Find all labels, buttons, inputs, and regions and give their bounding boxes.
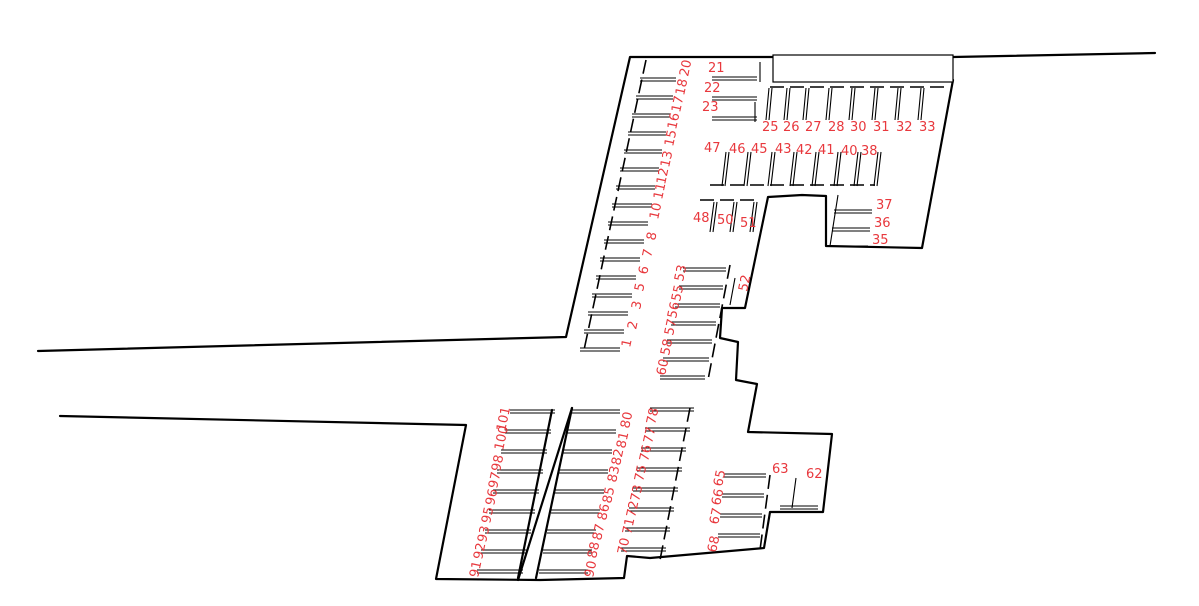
stall-label-77: 77 bbox=[641, 426, 659, 445]
stall-label-88: 88 bbox=[585, 541, 603, 560]
stall-label-15: 15 bbox=[662, 129, 680, 148]
stall-row-building bbox=[765, 86, 945, 121]
stall-label-47: 47 bbox=[704, 141, 721, 156]
stall-label-35: 35 bbox=[872, 233, 889, 248]
stall-label-95: 95 bbox=[479, 506, 497, 525]
stall-label-58: 58 bbox=[658, 338, 676, 357]
stall-label-65: 65 bbox=[711, 469, 729, 488]
stall-label-71: 71 bbox=[620, 517, 638, 536]
stall-label-12: 12 bbox=[654, 167, 672, 186]
stall-label-42: 42 bbox=[796, 143, 813, 158]
stall-label-1: 1 bbox=[619, 338, 635, 349]
stall-row-center bbox=[660, 264, 736, 381]
stall-label-23: 23 bbox=[702, 100, 719, 115]
stall-label-68: 68 bbox=[705, 535, 723, 554]
stall-label-100: 100 bbox=[492, 424, 512, 451]
stall-row-62-68 bbox=[718, 473, 818, 551]
stall-label-60: 60 bbox=[654, 358, 672, 377]
stall-label-20: 20 bbox=[677, 59, 695, 78]
stall-label-38: 38 bbox=[861, 144, 878, 159]
divider-line bbox=[516, 406, 574, 582]
stall-label-13: 13 bbox=[658, 150, 676, 169]
stall-label-78: 78 bbox=[644, 407, 662, 426]
stall-label-86: 86 bbox=[595, 503, 613, 522]
stall-label-30: 30 bbox=[850, 120, 867, 135]
stall-label-45: 45 bbox=[751, 142, 768, 157]
stall-label-82: 82 bbox=[609, 448, 627, 467]
stall-label-33: 33 bbox=[919, 120, 936, 135]
stall-label-10: 10 bbox=[647, 202, 665, 221]
stall-label-5: 5 bbox=[632, 282, 648, 293]
stall-label-52: 52 bbox=[736, 274, 754, 293]
stall-row-91-101 bbox=[477, 408, 555, 580]
stall-label-73: 73 bbox=[628, 484, 646, 503]
stall-label-66: 66 bbox=[709, 488, 727, 507]
stall-label-18: 18 bbox=[673, 78, 691, 97]
stall-label-93: 93 bbox=[475, 525, 493, 544]
stall-label-72: 72 bbox=[624, 500, 642, 519]
stall-label-67: 67 bbox=[707, 507, 725, 526]
stall-label-43: 43 bbox=[775, 142, 792, 157]
upper-lot-outline bbox=[36, 51, 1157, 582]
stall-label-41: 41 bbox=[818, 143, 835, 158]
stall-label-46: 46 bbox=[729, 142, 746, 157]
lot-outlines bbox=[36, 51, 1157, 582]
stall-label-76: 76 bbox=[637, 444, 655, 463]
stall-label-96: 96 bbox=[483, 488, 501, 507]
stall-label-98: 98 bbox=[489, 454, 507, 473]
stall-row-left bbox=[580, 59, 676, 352]
stall-label-16: 16 bbox=[665, 112, 683, 131]
stall-label-48: 48 bbox=[693, 211, 710, 226]
stall-label-87: 87 bbox=[590, 523, 608, 542]
stall-label-6: 6 bbox=[636, 265, 652, 276]
stall-label-21: 21 bbox=[708, 61, 725, 76]
building bbox=[772, 54, 954, 83]
stall-label-97: 97 bbox=[486, 471, 504, 490]
stall-label-37: 37 bbox=[876, 198, 893, 213]
stall-row-70-78 bbox=[621, 407, 694, 561]
stall-markings bbox=[477, 59, 945, 580]
stall-label-17: 17 bbox=[669, 95, 687, 114]
stall-label-81: 81 bbox=[614, 431, 632, 450]
stall-label-11: 11 bbox=[651, 182, 669, 201]
stall-label-70: 70 bbox=[615, 537, 633, 556]
stall-row-top bbox=[712, 62, 761, 122]
stall-label-75: 75 bbox=[632, 464, 650, 483]
stall-label-40: 40 bbox=[841, 144, 858, 159]
stall-label-28: 28 bbox=[828, 120, 845, 135]
stall-label-7: 7 bbox=[640, 248, 656, 259]
stall-label-3: 3 bbox=[629, 300, 645, 311]
stall-label-25: 25 bbox=[762, 120, 779, 135]
stall-label-57: 57 bbox=[662, 318, 680, 337]
stall-label-31: 31 bbox=[873, 120, 890, 135]
stall-label-32: 32 bbox=[896, 120, 913, 135]
stall-label-53: 53 bbox=[672, 264, 690, 283]
stall-label-22: 22 bbox=[704, 81, 721, 96]
stall-label-92: 92 bbox=[471, 542, 489, 561]
stall-row-middle bbox=[700, 151, 882, 233]
stall-label-2: 2 bbox=[625, 320, 641, 331]
stall-label-85: 85 bbox=[600, 486, 618, 505]
stall-label-36: 36 bbox=[874, 216, 891, 231]
stall-row-80-90 bbox=[534, 406, 620, 580]
stall-label-83: 83 bbox=[605, 465, 623, 484]
stall-label-27: 27 bbox=[805, 120, 822, 135]
stall-label-80: 80 bbox=[618, 411, 636, 430]
stall-label-50: 50 bbox=[717, 213, 734, 228]
stall-label-8: 8 bbox=[644, 231, 660, 242]
stall-label-26: 26 bbox=[783, 120, 800, 135]
stall-label-90: 90 bbox=[582, 560, 600, 579]
stall-label-63: 63 bbox=[772, 462, 789, 477]
stall-label-56: 56 bbox=[665, 301, 683, 320]
stall-label-51: 51 bbox=[740, 216, 757, 231]
stall-label-55: 55 bbox=[669, 284, 687, 303]
stall-label-62: 62 bbox=[806, 467, 823, 482]
stall-label-101: 101 bbox=[494, 405, 514, 432]
stall-label-91: 91 bbox=[467, 560, 485, 579]
stall-row-35-37 bbox=[829, 194, 872, 247]
